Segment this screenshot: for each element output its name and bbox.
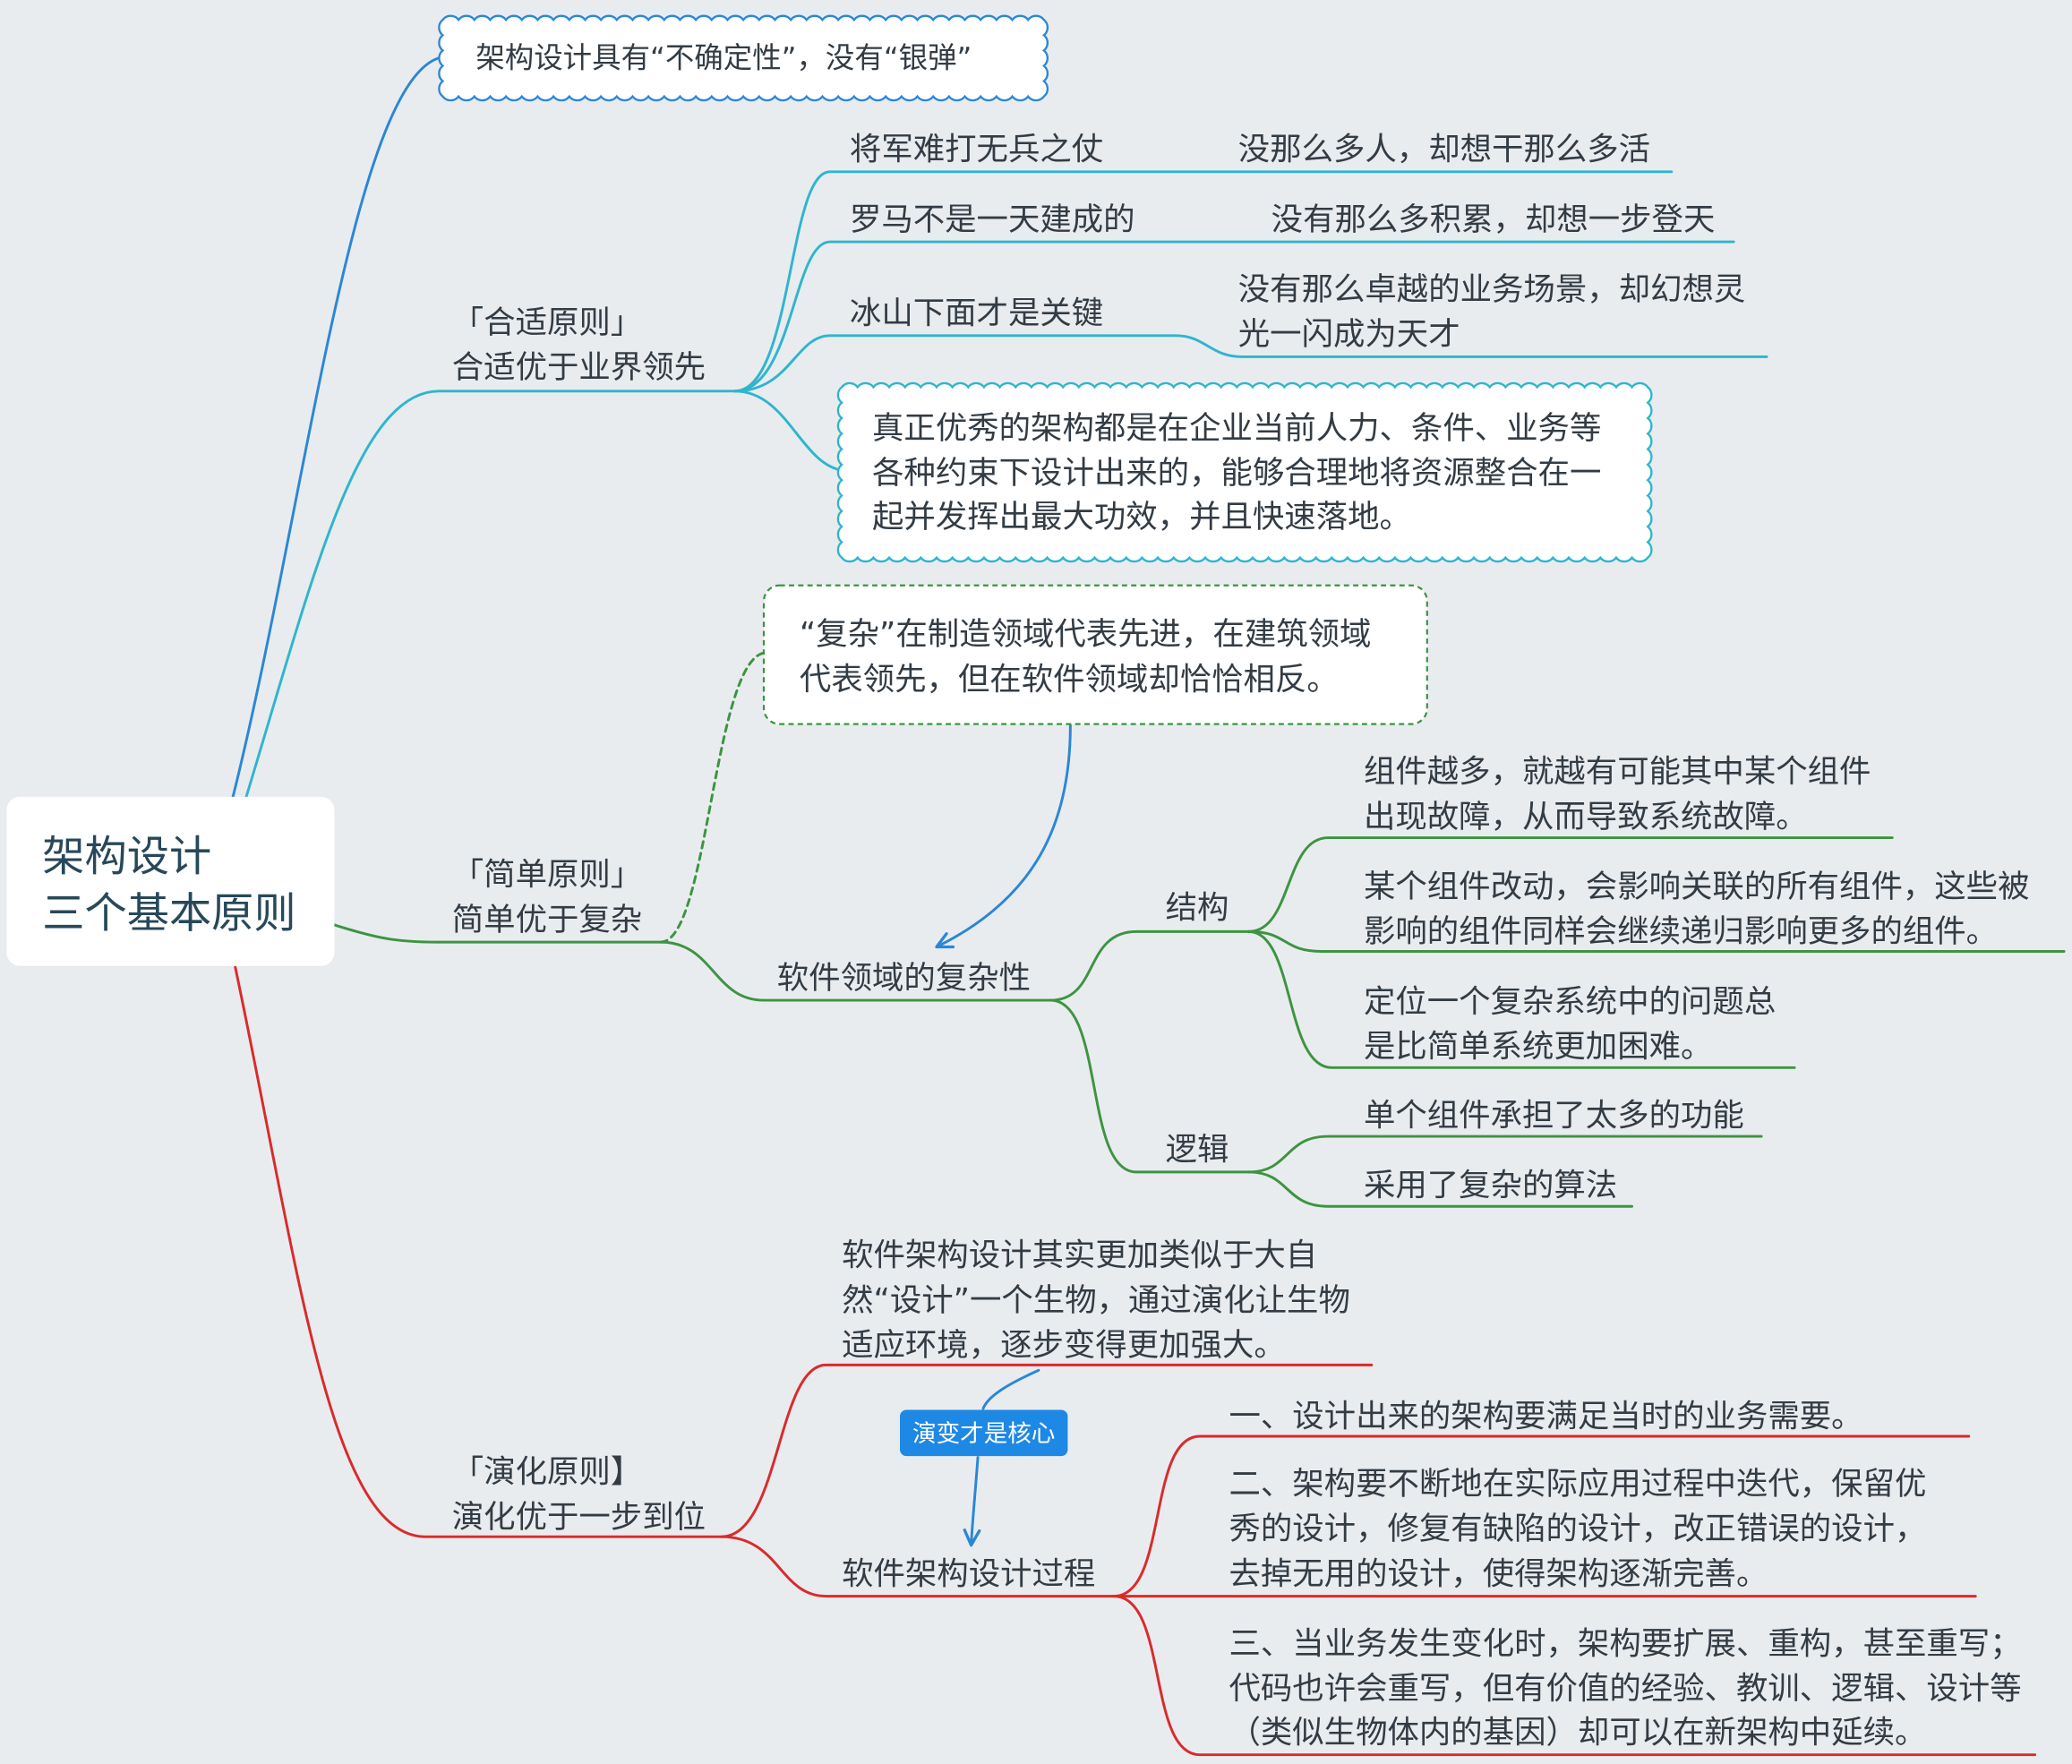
structure-item: 定位一个复杂系统中的问题总 是比简单系统更加困难。 xyxy=(1364,983,1776,1065)
suitable-item: 冰山下面才是关键 没有那么卓越的业务场景，却幻想灵 光一闪成为天才 xyxy=(850,271,1745,353)
suitable-item-connector xyxy=(733,240,1735,393)
principle-title-line: 简单优于复杂 xyxy=(452,902,642,938)
suitable-item-note: 光一闪成为天才 xyxy=(1238,316,1460,353)
uncertainty-branch xyxy=(231,55,446,800)
structure-item-line: 定位一个复杂系统中的问题总 xyxy=(1364,983,1776,1020)
process-step-line: 二、架构要不断地在实际应用过程中迭代，保留优 xyxy=(1229,1466,1926,1503)
suitable-item-note: 没有那么卓越的业务场景，却幻想灵 xyxy=(1238,271,1746,308)
logic-topic: 逻辑 xyxy=(1166,1132,1229,1169)
suitable-item-connector xyxy=(733,170,1674,393)
central-topic-line: 三个基本原则 xyxy=(42,889,295,938)
structure-item-line: 某个组件改动，会影响关联的所有组件，这些被 xyxy=(1364,869,2030,905)
structure-connector xyxy=(1049,929,1251,1002)
principle-title-line: 「简单原则」 xyxy=(452,857,642,894)
simple-callout-line: “复杂”在制造领域代表先进，在建筑领域 xyxy=(800,616,1372,653)
evolution-analogy: 软件架构设计其实更加类似于大自 然“设计”一个生物，通过演化让生物 适应环境，逐… xyxy=(842,1237,1350,1364)
process-step-connector xyxy=(1112,1434,1971,1598)
logic-item-connector xyxy=(1247,1170,1633,1208)
simple-principle-topic: 「简单原则」 简单优于复杂 xyxy=(452,857,642,938)
relation-label-box xyxy=(900,1409,1068,1457)
process-topic: 软件架构设计过程 xyxy=(842,1555,1095,1592)
process-step: 三、当业务发生变化时，架构要扩展、重构，甚至重写； 代码也许会重写，但有价值的经… xyxy=(1229,1626,2021,1751)
suitable-callout-line: 各种约束下设计出来的，能够合理地将资源整合在一 xyxy=(872,455,1601,492)
suitable-branch-line xyxy=(244,390,737,800)
suitable-callout-line: 起并发挥出最大功效，并且快速落地。 xyxy=(872,499,1411,535)
logic-item-line: 采用了复杂的算法 xyxy=(1364,1167,1617,1203)
simple-callout-line: 代表领先，但在软件领域却恰恰相反。 xyxy=(800,661,1339,698)
evolution-branch xyxy=(234,965,2037,1757)
suitable-callout-connector xyxy=(733,390,845,472)
suitable-callout-border xyxy=(836,381,1653,563)
simple-branch-line xyxy=(332,923,663,944)
structure-item-connector xyxy=(1247,929,1796,1069)
uncertainty-callout-text: 架构设计具有“不确定性”，没有“银弹” xyxy=(475,40,972,74)
process-step-line: 三、当业务发生变化时，架构要扩展、重构，甚至重写； xyxy=(1229,1626,2021,1663)
evolution-relation-line xyxy=(981,1368,1040,1410)
evolution-relation-arrow xyxy=(963,1456,981,1547)
structure-topic: 结构 xyxy=(1166,890,1229,927)
process-step-line: （类似生物体内的基因）却可以在新架构中延续。 xyxy=(1229,1714,1926,1751)
uncertainty-callout-border xyxy=(438,14,1049,102)
logic-item: 单个组件承担了太多的功能 xyxy=(1364,1097,1744,1134)
suitable-principle-topic: 「合适原则」 合适优于业界领先 xyxy=(452,304,706,386)
simple-callout-relation-arrow xyxy=(935,724,1072,949)
process-step-line: 代码也许会重写，但有价值的经验、教训、逻辑、设计等 xyxy=(1229,1671,2021,1708)
evolution-relation-label: 演变才是核心 xyxy=(900,1409,1068,1457)
suitable-item: 罗马不是一天建成的 没有那么多积累，却想一步登天 xyxy=(850,201,1715,238)
process-connector xyxy=(720,1535,1116,1598)
logic-connector xyxy=(1049,998,1251,1174)
process-step-line: 去掉无用的设计，使得架构逐渐完善。 xyxy=(1229,1555,1768,1592)
central-topic: 架构设计 三个基本原则 xyxy=(6,796,335,966)
simple-branch xyxy=(332,651,2066,1208)
structure-item-line: 影响的组件同样会继续递归影响更多的组件。 xyxy=(1364,913,1998,950)
process-step-connector xyxy=(1112,1595,2037,1757)
principle-title-line: 演化优于一步到位 xyxy=(452,1499,706,1536)
complexity-topic: 软件领域的复杂性 xyxy=(777,960,1031,997)
analogy-line: 软件架构设计其实更加类似于大自 xyxy=(842,1237,1317,1274)
relation-label-text: 演变才是核心 xyxy=(912,1420,1055,1448)
suitable-callout: 真正优秀的架构都是在企业当前人力、条件、业务等 各种约束下设计出来的，能够合理地… xyxy=(836,381,1653,563)
central-topic-box xyxy=(6,796,335,966)
structure-item-line: 是比简单系统更加困难。 xyxy=(1364,1029,1712,1066)
principle-title-line: 「演化原则】 xyxy=(452,1454,642,1491)
process-step: 二、架构要不断地在实际应用过程中迭代，保留优 秀的设计，修复有缺陷的设计，改正错… xyxy=(1229,1466,1926,1592)
suitable-branch xyxy=(244,170,1768,800)
analogy-line: 适应环境，逐步变得更加强大。 xyxy=(842,1327,1286,1364)
suitable-item-note: 没那么多人，却想干那么多活 xyxy=(1238,132,1650,168)
principle-title-line: 「合适原则」 xyxy=(452,304,642,341)
logic-item-connector xyxy=(1247,1135,1763,1174)
uncertainty-callout: 架构设计具有“不确定性”，没有“银弹” xyxy=(438,14,1049,102)
suitable-item-note: 没有那么多积累，却想一步登天 xyxy=(1271,201,1716,238)
structure-item-connector xyxy=(1247,836,1894,933)
simple-callout-connector xyxy=(659,651,766,944)
suitable-item-label: 冰山下面才是关键 xyxy=(850,295,1103,332)
process-step-line: 一、设计出来的架构要满足当时的业务需要。 xyxy=(1229,1399,1862,1435)
structure-item-line: 出现故障，从而导致系统故障。 xyxy=(1364,799,1808,835)
analogy-connector xyxy=(720,1363,1374,1538)
simple-callout: “复杂”在制造领域代表先进，在建筑领域 代表领先，但在软件领域却恰恰相反。 xyxy=(762,584,1428,725)
simple-callout-border xyxy=(762,584,1428,725)
structure-item: 组件越多，就越有可能其中某个组件 出现故障，从而导致系统故障。 xyxy=(1364,754,1871,835)
process-step-line: 秀的设计，修复有缺陷的设计，改正错误的设计， xyxy=(1229,1511,1926,1547)
structure-item-connector xyxy=(1247,929,2066,953)
structure-item: 某个组件改动，会影响关联的所有组件，这些被 影响的组件同样会继续递归影响更多的组… xyxy=(1364,869,2030,950)
uncertainty-branch-line xyxy=(231,55,446,800)
suitable-item-label: 将军难打无兵之仗 xyxy=(850,132,1103,168)
suitable-item-connector xyxy=(733,334,1768,393)
suitable-item-label: 罗马不是一天建成的 xyxy=(850,201,1135,238)
principle-title-line: 合适优于业界领先 xyxy=(452,349,706,386)
logic-item: 采用了复杂的算法 xyxy=(1364,1167,1617,1203)
structure-item-line: 组件越多，就越有可能其中某个组件 xyxy=(1364,754,1871,791)
central-topic-line: 架构设计 xyxy=(42,832,211,881)
logic-item-line: 单个组件承担了太多的功能 xyxy=(1364,1097,1744,1134)
complexity-connector xyxy=(659,940,1052,1002)
process-step: 一、设计出来的架构要满足当时的业务需要。 xyxy=(1229,1399,1862,1435)
suitable-callout-line: 真正优秀的架构都是在企业当前人力、条件、业务等 xyxy=(872,410,1601,447)
evolution-principle-topic: 「演化原则】 演化优于一步到位 xyxy=(452,1454,706,1536)
suitable-item: 将军难打无兵之仗 没那么多人，却想干那么多活 xyxy=(850,132,1650,168)
analogy-line: 然“设计”一个生物，通过演化让生物 xyxy=(842,1282,1350,1319)
evolution-branch-line xyxy=(234,965,723,1538)
